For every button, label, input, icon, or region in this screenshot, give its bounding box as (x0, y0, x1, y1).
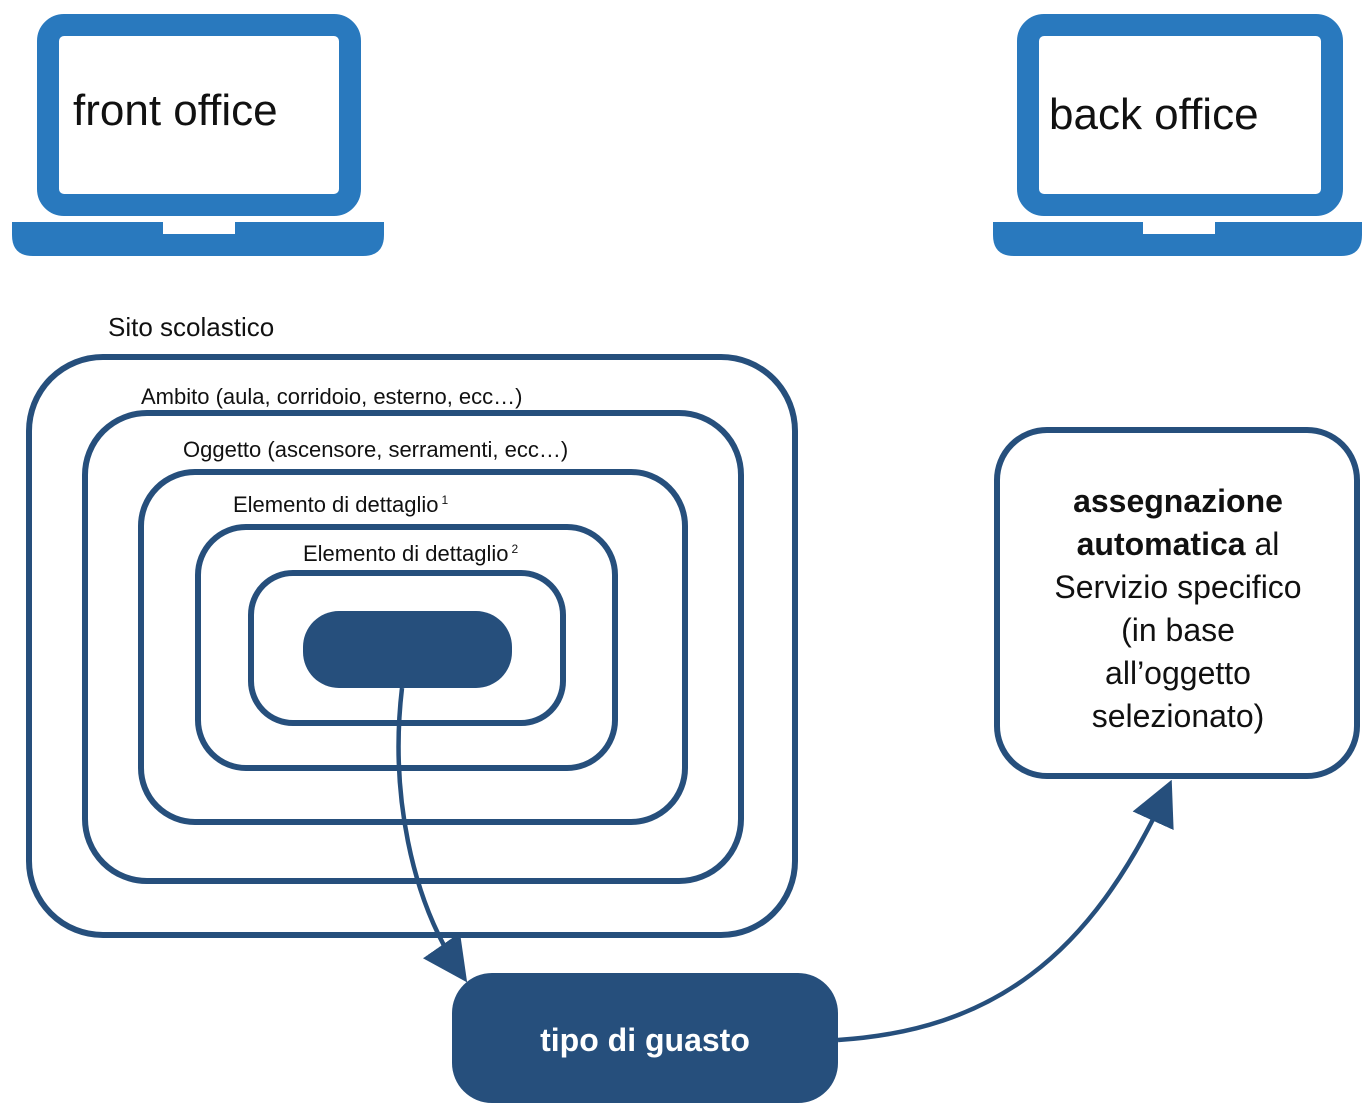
sito-box (26, 354, 798, 938)
back-office-label: back office (1049, 90, 1259, 139)
elemento2-superscript: 2 (511, 542, 519, 556)
elemento2-box (248, 570, 566, 726)
elemento2-text: Elemento di dettaglio (303, 541, 509, 566)
assegnazione-line4: (in base (1121, 612, 1235, 648)
assegnazione-line6: selezionato) (1091, 698, 1265, 734)
ambito-box (82, 410, 744, 884)
oggetto-box (138, 469, 688, 825)
selection-pill (303, 611, 512, 688)
elemento1-text: Elemento di dettaglio (233, 492, 439, 517)
assegnazione-line3: Servizio specifico (1054, 569, 1302, 605)
back-office-laptop-icon (993, 14, 1362, 256)
assegnazione-line2-bold: automatica (1076, 526, 1246, 562)
front-office-label: front office (73, 86, 278, 135)
assegnazione-line2-rest: al (1245, 526, 1280, 562)
oggetto-label: Oggetto (ascensore, serramenti, ecc…) (183, 437, 569, 462)
arrow-guasto-to-assegnazione (837, 779, 1174, 1043)
assegnazione-text: assegnazione automatica al Servizio spec… (1000, 480, 1356, 738)
assegnazione-line1: assegnazione (1073, 483, 1283, 519)
sito-label: Sito scolastico (108, 312, 275, 342)
arrow-selection-to-guasto (396, 687, 468, 983)
assegnazione-line5: all’oggetto (1105, 655, 1251, 691)
elemento1-box (195, 524, 618, 771)
assegnazione-box (994, 427, 1360, 779)
guasto-label: tipo di guasto (540, 1022, 750, 1058)
ambito-label: Ambito (aula, corridoio, esterno, ecc…) (141, 384, 523, 409)
elemento1-superscript: 1 (441, 493, 449, 507)
guasto-pill (452, 973, 838, 1103)
front-office-laptop-icon (12, 14, 384, 256)
